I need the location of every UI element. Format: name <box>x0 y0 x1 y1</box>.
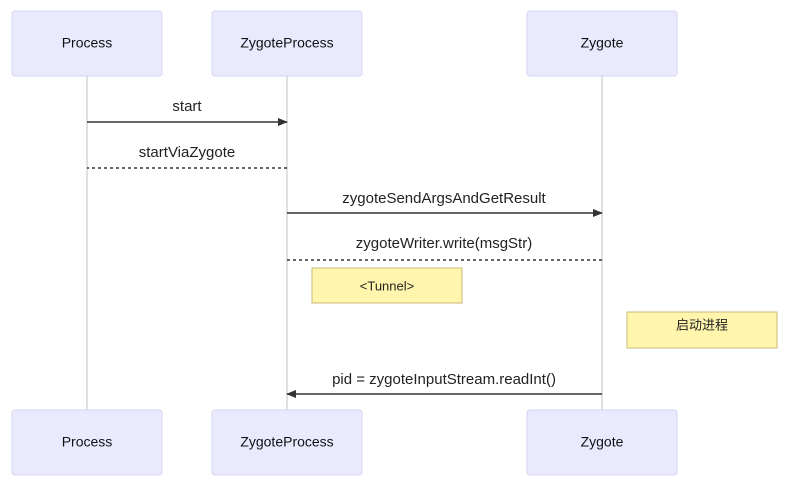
actor-zygote-top: Zygote <box>526 10 678 77</box>
message-label: startViaZygote <box>139 144 235 161</box>
actor-label: Zygote <box>581 434 624 450</box>
note-tunnel: <Tunnel> <box>311 267 463 304</box>
actor-zygoteprocess-bottom: ZygoteProcess <box>211 409 363 476</box>
message-label: zygoteSendArgsAndGetResult <box>342 190 546 207</box>
actor-label: Process <box>62 35 113 51</box>
message-label: pid = zygoteInputStream.readInt() <box>332 371 556 388</box>
message-zygotewriter: zygoteWriter.write(msgStr) <box>287 235 602 261</box>
actor-process-bottom: Process <box>11 409 163 476</box>
note-label: <Tunnel> <box>360 278 414 293</box>
actor-label: ZygoteProcess <box>240 35 333 51</box>
actor-label: Process <box>62 434 113 450</box>
message-zygotesendargs: zygoteSendArgsAndGetResult <box>287 190 603 217</box>
actor-zygoteprocess-top: ZygoteProcess <box>211 10 363 77</box>
message-label: zygoteWriter.write(msgStr) <box>356 235 532 252</box>
message-start: start <box>87 98 288 126</box>
message-startviazygote: startViaZygote <box>87 144 287 169</box>
note-start-process: 启动进程 <box>626 311 778 349</box>
actor-process-top: Process <box>11 10 163 77</box>
actor-label: ZygoteProcess <box>240 434 333 450</box>
actor-label: Zygote <box>581 35 624 51</box>
message-label: start <box>172 98 202 115</box>
message-pid-readint: pid = zygoteInputStream.readInt() <box>286 371 602 398</box>
note-label: 启动进程 <box>676 317 728 332</box>
actor-zygote-bottom: Zygote <box>526 409 678 476</box>
